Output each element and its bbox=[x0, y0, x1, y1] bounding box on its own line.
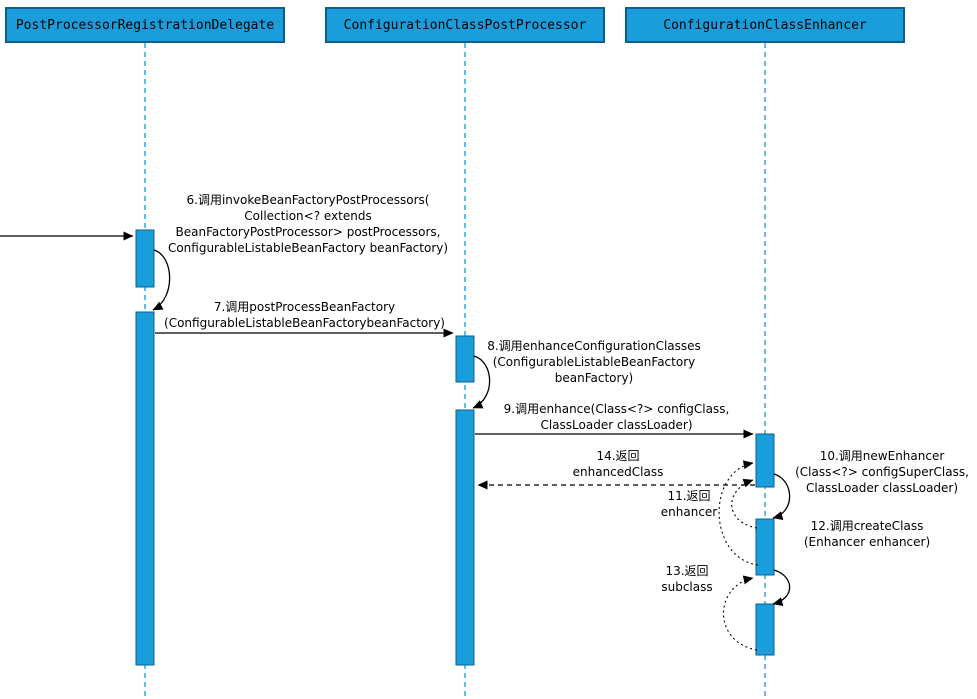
message-label-8: 8.调用enhanceConfigurationClasses (Configu… bbox=[487, 339, 701, 385]
return-curve-13 bbox=[722, 575, 758, 651]
message-label-6: 6.调用invokeBeanFactoryPostProcessors( Col… bbox=[167, 193, 449, 255]
message-label-10: 10.调用newEnhancer (Class<?> configSuperCl… bbox=[795, 449, 969, 495]
self-call-curve-delegate bbox=[152, 249, 171, 311]
message-label-9: 9.调用enhance(Class<?> configClass, ClassL… bbox=[503, 402, 730, 432]
activation-bar-postprocessor-1 bbox=[455, 335, 475, 383]
message-label-11: 11.返回 enhancer bbox=[660, 489, 718, 519]
participant-configuration-class-post-processor: ConfigurationClassPostProcessor bbox=[325, 7, 605, 43]
message-label-7: 7.调用postProcessBeanFactory (Configurable… bbox=[164, 300, 445, 330]
activation-bar-enhancer-2 bbox=[755, 518, 775, 576]
activation-bar-enhancer-1 bbox=[755, 433, 775, 488]
participant-configuration-class-enhancer: ConfigurationClassEnhancer bbox=[625, 7, 905, 43]
return-curve-outer bbox=[718, 460, 759, 566]
message-label-14: 14.返回 enhancedClass bbox=[572, 449, 664, 479]
self-call-curve-postprocessor-8 bbox=[472, 355, 491, 409]
activation-bar-delegate-1 bbox=[135, 229, 155, 288]
self-call-curve-enhancer-10 bbox=[772, 473, 791, 520]
activation-bar-delegate-2 bbox=[135, 311, 155, 666]
participant-post-processor-registration-delegate: PostProcessorRegistrationDelegate bbox=[5, 7, 285, 43]
message-label-13: 13.返回 subclass bbox=[661, 564, 713, 594]
activation-bar-enhancer-3 bbox=[755, 603, 775, 656]
return-curve-11 bbox=[731, 478, 758, 529]
activation-bar-postprocessor-2 bbox=[455, 409, 475, 666]
message-label-12: 12.调用createClass (Enhancer enhancer) bbox=[803, 519, 931, 549]
self-call-curve-enhancer-12 bbox=[772, 569, 791, 606]
